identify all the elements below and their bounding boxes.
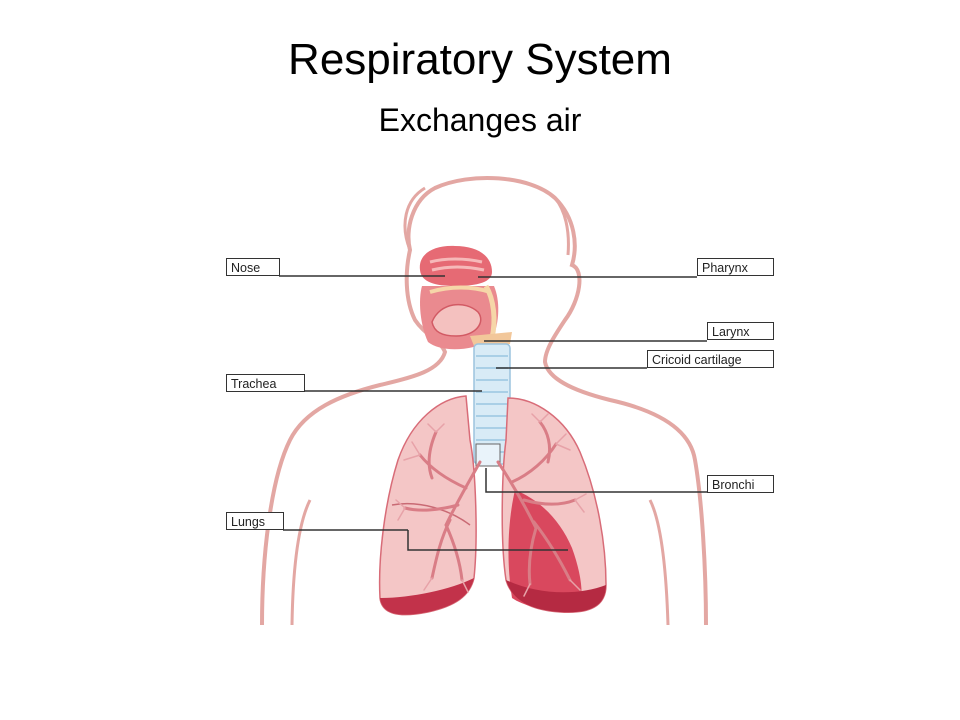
- pharynx-tube: [483, 284, 497, 339]
- label-larynx: Larynx: [707, 322, 774, 340]
- body-outline: [260, 175, 708, 626]
- slide-title: Respiratory System: [288, 35, 672, 84]
- hair-outline: [403, 186, 570, 256]
- nasal-conchae: [429, 257, 485, 272]
- palate: [429, 285, 491, 294]
- label-lungs: Lungs: [226, 512, 284, 530]
- tongue: [431, 303, 482, 337]
- label-cricoid-cartilage: Cricoid cartilage: [647, 350, 774, 368]
- left-lung-base: [380, 578, 474, 615]
- lungs-bracket: [407, 530, 568, 551]
- body-inner-arm-left: [290, 499, 312, 626]
- bronchi-split: [475, 443, 501, 467]
- label-pharynx: Pharynx: [697, 258, 774, 276]
- label-bronchi: Bronchi: [707, 475, 774, 493]
- bronchi-leader: [485, 468, 707, 493]
- bronchial-tree-fine: [395, 413, 587, 597]
- leader-lines: [279, 275, 707, 551]
- label-nose: Nose: [226, 258, 280, 276]
- larynx: [470, 332, 512, 346]
- right-lung-base: [506, 580, 606, 613]
- label-trachea: Trachea: [226, 374, 305, 392]
- slide-subtitle: Exchanges air: [378, 102, 582, 138]
- body-inner-arm-right: [648, 499, 670, 626]
